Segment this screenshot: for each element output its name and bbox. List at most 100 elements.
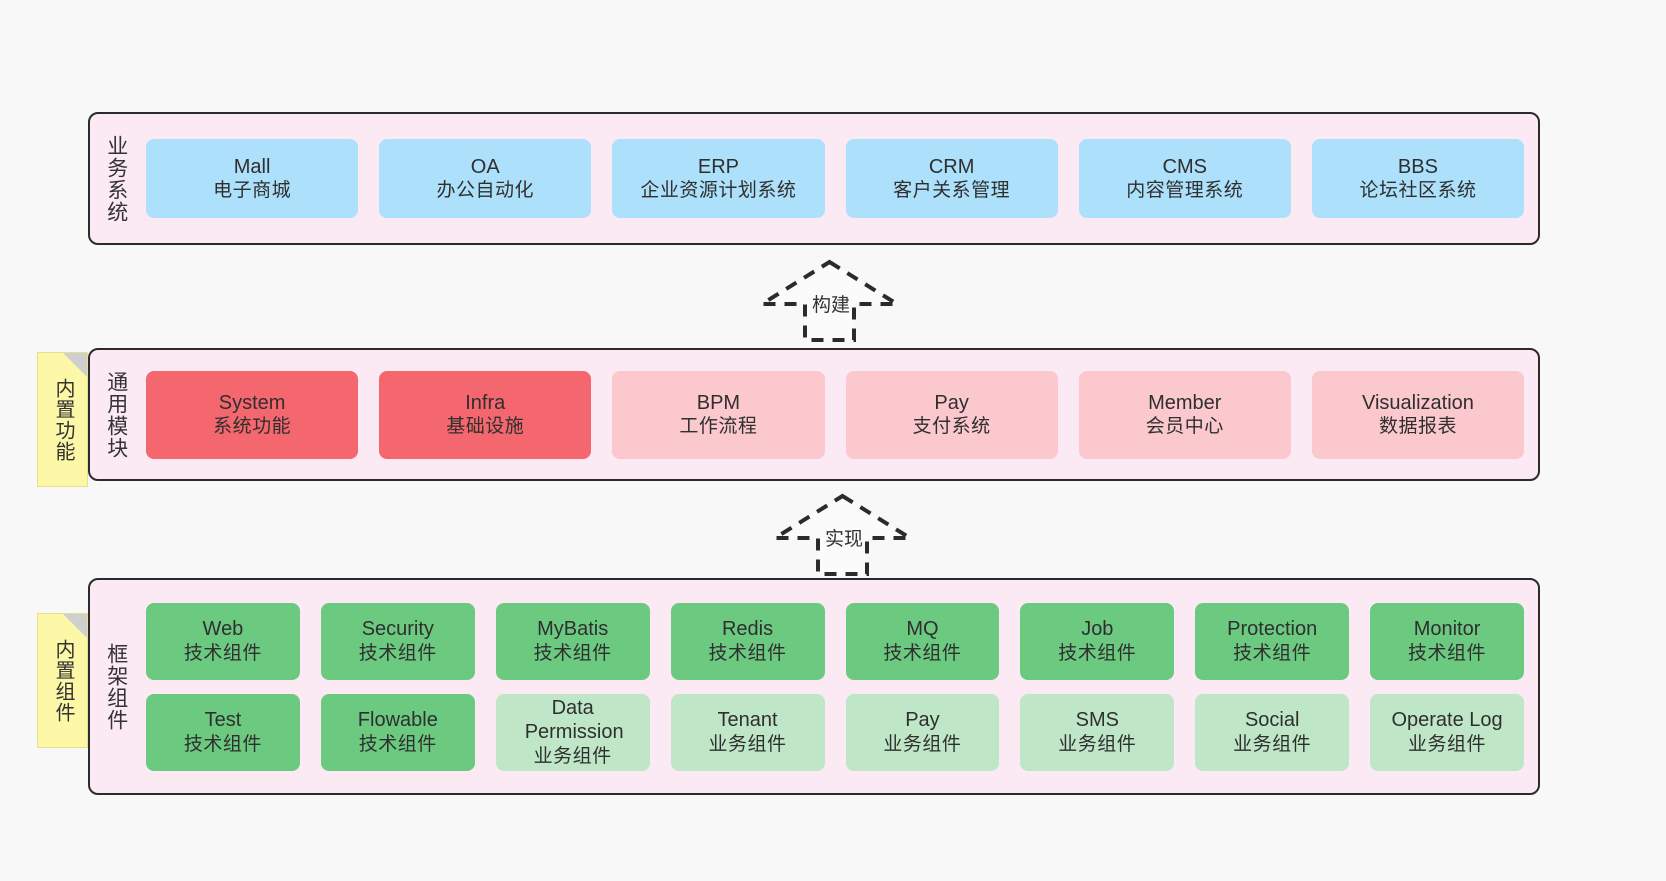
- card-security[interactable]: Security 技术组件: [320, 602, 475, 680]
- layer-framework-component-body: Web 技术组件 Security 技术组件 MyBatis 技术组件 Redi…: [142, 580, 1538, 793]
- card-mq[interactable]: MQ 技术组件: [845, 602, 1000, 680]
- layer-business-system-body: Mall 电子商城 OA 办公自动化 ERP 企业资源计划系统 CRM 客户关系…: [142, 114, 1538, 243]
- layer-common-module-body: System 系统功能 Infra 基础设施 BPM 工作流程 Pay 支付系统…: [142, 350, 1538, 479]
- card-title-en: Redis: [721, 618, 774, 641]
- card-title-cn: 技术组件: [1233, 642, 1312, 664]
- implement-arrow: [770, 492, 915, 578]
- card-job[interactable]: Job 技术组件: [1020, 602, 1175, 680]
- card-title-cn: 基础设施: [446, 416, 525, 438]
- card-row: Web 技术组件 Security 技术组件 MyBatis 技术组件 Redi…: [146, 602, 1524, 680]
- card-oa[interactable]: OA 办公自动化: [379, 139, 592, 218]
- card-title-en: Social: [1244, 709, 1300, 732]
- card-bbs[interactable]: BBS 论坛社区系统: [1311, 139, 1525, 218]
- card-title-cn: 系统功能: [213, 416, 292, 438]
- card-system[interactable]: System 系统功能: [146, 370, 359, 459]
- layer-business-system: 业务系统 Mall 电子商城 OA 办公自动化 ERP 企业资源计划系统 CRM…: [88, 112, 1540, 245]
- layer-common-module-title: 通用模块: [104, 370, 128, 459]
- card-test[interactable]: Test 技术组件: [146, 693, 300, 771]
- card-title-en: Flowable: [357, 709, 438, 732]
- card-title-cn: 业务组件: [708, 733, 787, 755]
- card-mybatis[interactable]: MyBatis 技术组件: [495, 602, 650, 680]
- card-title-cn: 业务组件: [1058, 733, 1137, 755]
- layer-framework-component-title: 框架组件: [104, 642, 128, 731]
- card-sms[interactable]: SMS 业务组件: [1020, 693, 1175, 771]
- card-title-cn: 技术组件: [1058, 642, 1137, 664]
- card-title-en: Web: [202, 618, 244, 641]
- implement-arrow-label: 实现: [825, 529, 864, 550]
- build-arrow: [757, 258, 902, 344]
- card-title-en: Visualization: [1361, 391, 1474, 414]
- note-fold-corner-icon: [63, 614, 87, 638]
- card-title-en: Mall: [233, 155, 271, 178]
- card-title-cn: 技术组件: [708, 642, 787, 664]
- card-title-cn: 支付系统: [912, 416, 991, 438]
- note-builtin-function: 内置功能: [37, 352, 88, 487]
- card-title-en: Data Permission: [524, 697, 624, 744]
- layer-business-system-title: 业务系统: [104, 134, 128, 223]
- layer-common-module: 通用模块 System 系统功能 Infra 基础设施 BPM 工作流程 Pay…: [88, 348, 1540, 481]
- card-title-cn: 业务组件: [883, 733, 962, 755]
- note-label: 内置功能: [52, 377, 74, 462]
- card-title-cn: 客户关系管理: [893, 180, 1011, 202]
- card-title-cn: 技术组件: [183, 642, 262, 664]
- card-title-en: Member: [1148, 391, 1222, 414]
- card-title-en: BPM: [696, 391, 741, 414]
- card-title-cn: 业务组件: [1408, 733, 1487, 755]
- card-social[interactable]: Social 业务组件: [1195, 693, 1350, 771]
- card-row: System 系统功能 Infra 基础设施 BPM 工作流程 Pay 支付系统…: [146, 370, 1525, 459]
- card-redis[interactable]: Redis 技术组件: [670, 602, 825, 680]
- layer-framework-component: 框架组件 Web 技术组件 Security 技术组件 MyBatis 技术组件…: [88, 578, 1540, 795]
- note-fold-corner-icon: [63, 353, 87, 377]
- note-label: 内置组件: [52, 638, 74, 723]
- card-mall[interactable]: Mall 电子商城: [146, 139, 359, 218]
- card-title-en: SMS: [1075, 709, 1119, 732]
- card-title-en: CRM: [928, 155, 975, 178]
- card-web[interactable]: Web 技术组件: [146, 602, 300, 680]
- card-cms[interactable]: CMS 内容管理系统: [1078, 139, 1291, 218]
- card-title-cn: 技术组件: [1408, 642, 1487, 664]
- card-operate-log[interactable]: Operate Log 业务组件: [1370, 693, 1524, 771]
- card-title-en: Security: [361, 618, 434, 641]
- card-title-en: Test: [204, 709, 242, 732]
- card-title-en: MQ: [906, 618, 939, 641]
- card-title-cn: 电子商城: [213, 180, 292, 202]
- card-title-en: Monitor: [1413, 618, 1481, 641]
- card-title-cn: 内容管理系统: [1126, 180, 1244, 202]
- card-infra[interactable]: Infra 基础设施: [379, 370, 592, 459]
- card-title-en: Job: [1081, 618, 1114, 641]
- card-erp[interactable]: ERP 企业资源计划系统: [612, 139, 825, 218]
- card-protection[interactable]: Protection 技术组件: [1195, 602, 1350, 680]
- card-monitor[interactable]: Monitor 技术组件: [1370, 602, 1524, 680]
- card-title-en: Operate Log: [1391, 709, 1503, 732]
- card-pay-module[interactable]: Pay 支付系统: [845, 370, 1058, 459]
- card-title-en: BBS: [1397, 155, 1438, 178]
- card-visualization[interactable]: Visualization 数据报表: [1311, 370, 1525, 459]
- card-title-en: MyBatis: [537, 618, 609, 641]
- card-title-cn: 技术组件: [358, 642, 437, 664]
- card-title-en: OA: [470, 155, 500, 178]
- card-title-en: Pay: [905, 709, 940, 732]
- card-row: Test 技术组件 Flowable 技术组件 Data Permission …: [146, 693, 1524, 771]
- card-title-cn: 会员中心: [1145, 416, 1224, 438]
- card-title-en: Protection: [1227, 618, 1318, 641]
- card-title-cn: 数据报表: [1378, 416, 1457, 438]
- card-pay-component[interactable]: Pay 业务组件: [845, 693, 1000, 771]
- card-title-cn: 企业资源计划系统: [640, 180, 797, 202]
- card-title-cn: 工作流程: [679, 416, 758, 438]
- card-title-en: System: [218, 391, 286, 414]
- card-title-cn: 业务组件: [533, 745, 612, 767]
- card-title-en: Tenant: [717, 709, 778, 732]
- card-title-cn: 技术组件: [883, 642, 962, 664]
- card-title-en: ERP: [697, 155, 739, 178]
- card-bpm[interactable]: BPM 工作流程: [612, 370, 825, 459]
- build-arrow-label: 构建: [812, 295, 851, 316]
- card-title-cn: 办公自动化: [436, 180, 535, 202]
- card-data-permission[interactable]: Data Permission 业务组件: [495, 693, 650, 771]
- card-tenant[interactable]: Tenant 业务组件: [670, 693, 825, 771]
- card-title-cn: 业务组件: [1233, 733, 1312, 755]
- card-row: Mall 电子商城 OA 办公自动化 ERP 企业资源计划系统 CRM 客户关系…: [146, 139, 1525, 218]
- card-flowable[interactable]: Flowable 技术组件: [320, 693, 475, 771]
- card-crm[interactable]: CRM 客户关系管理: [845, 139, 1058, 218]
- card-member[interactable]: Member 会员中心: [1078, 370, 1291, 459]
